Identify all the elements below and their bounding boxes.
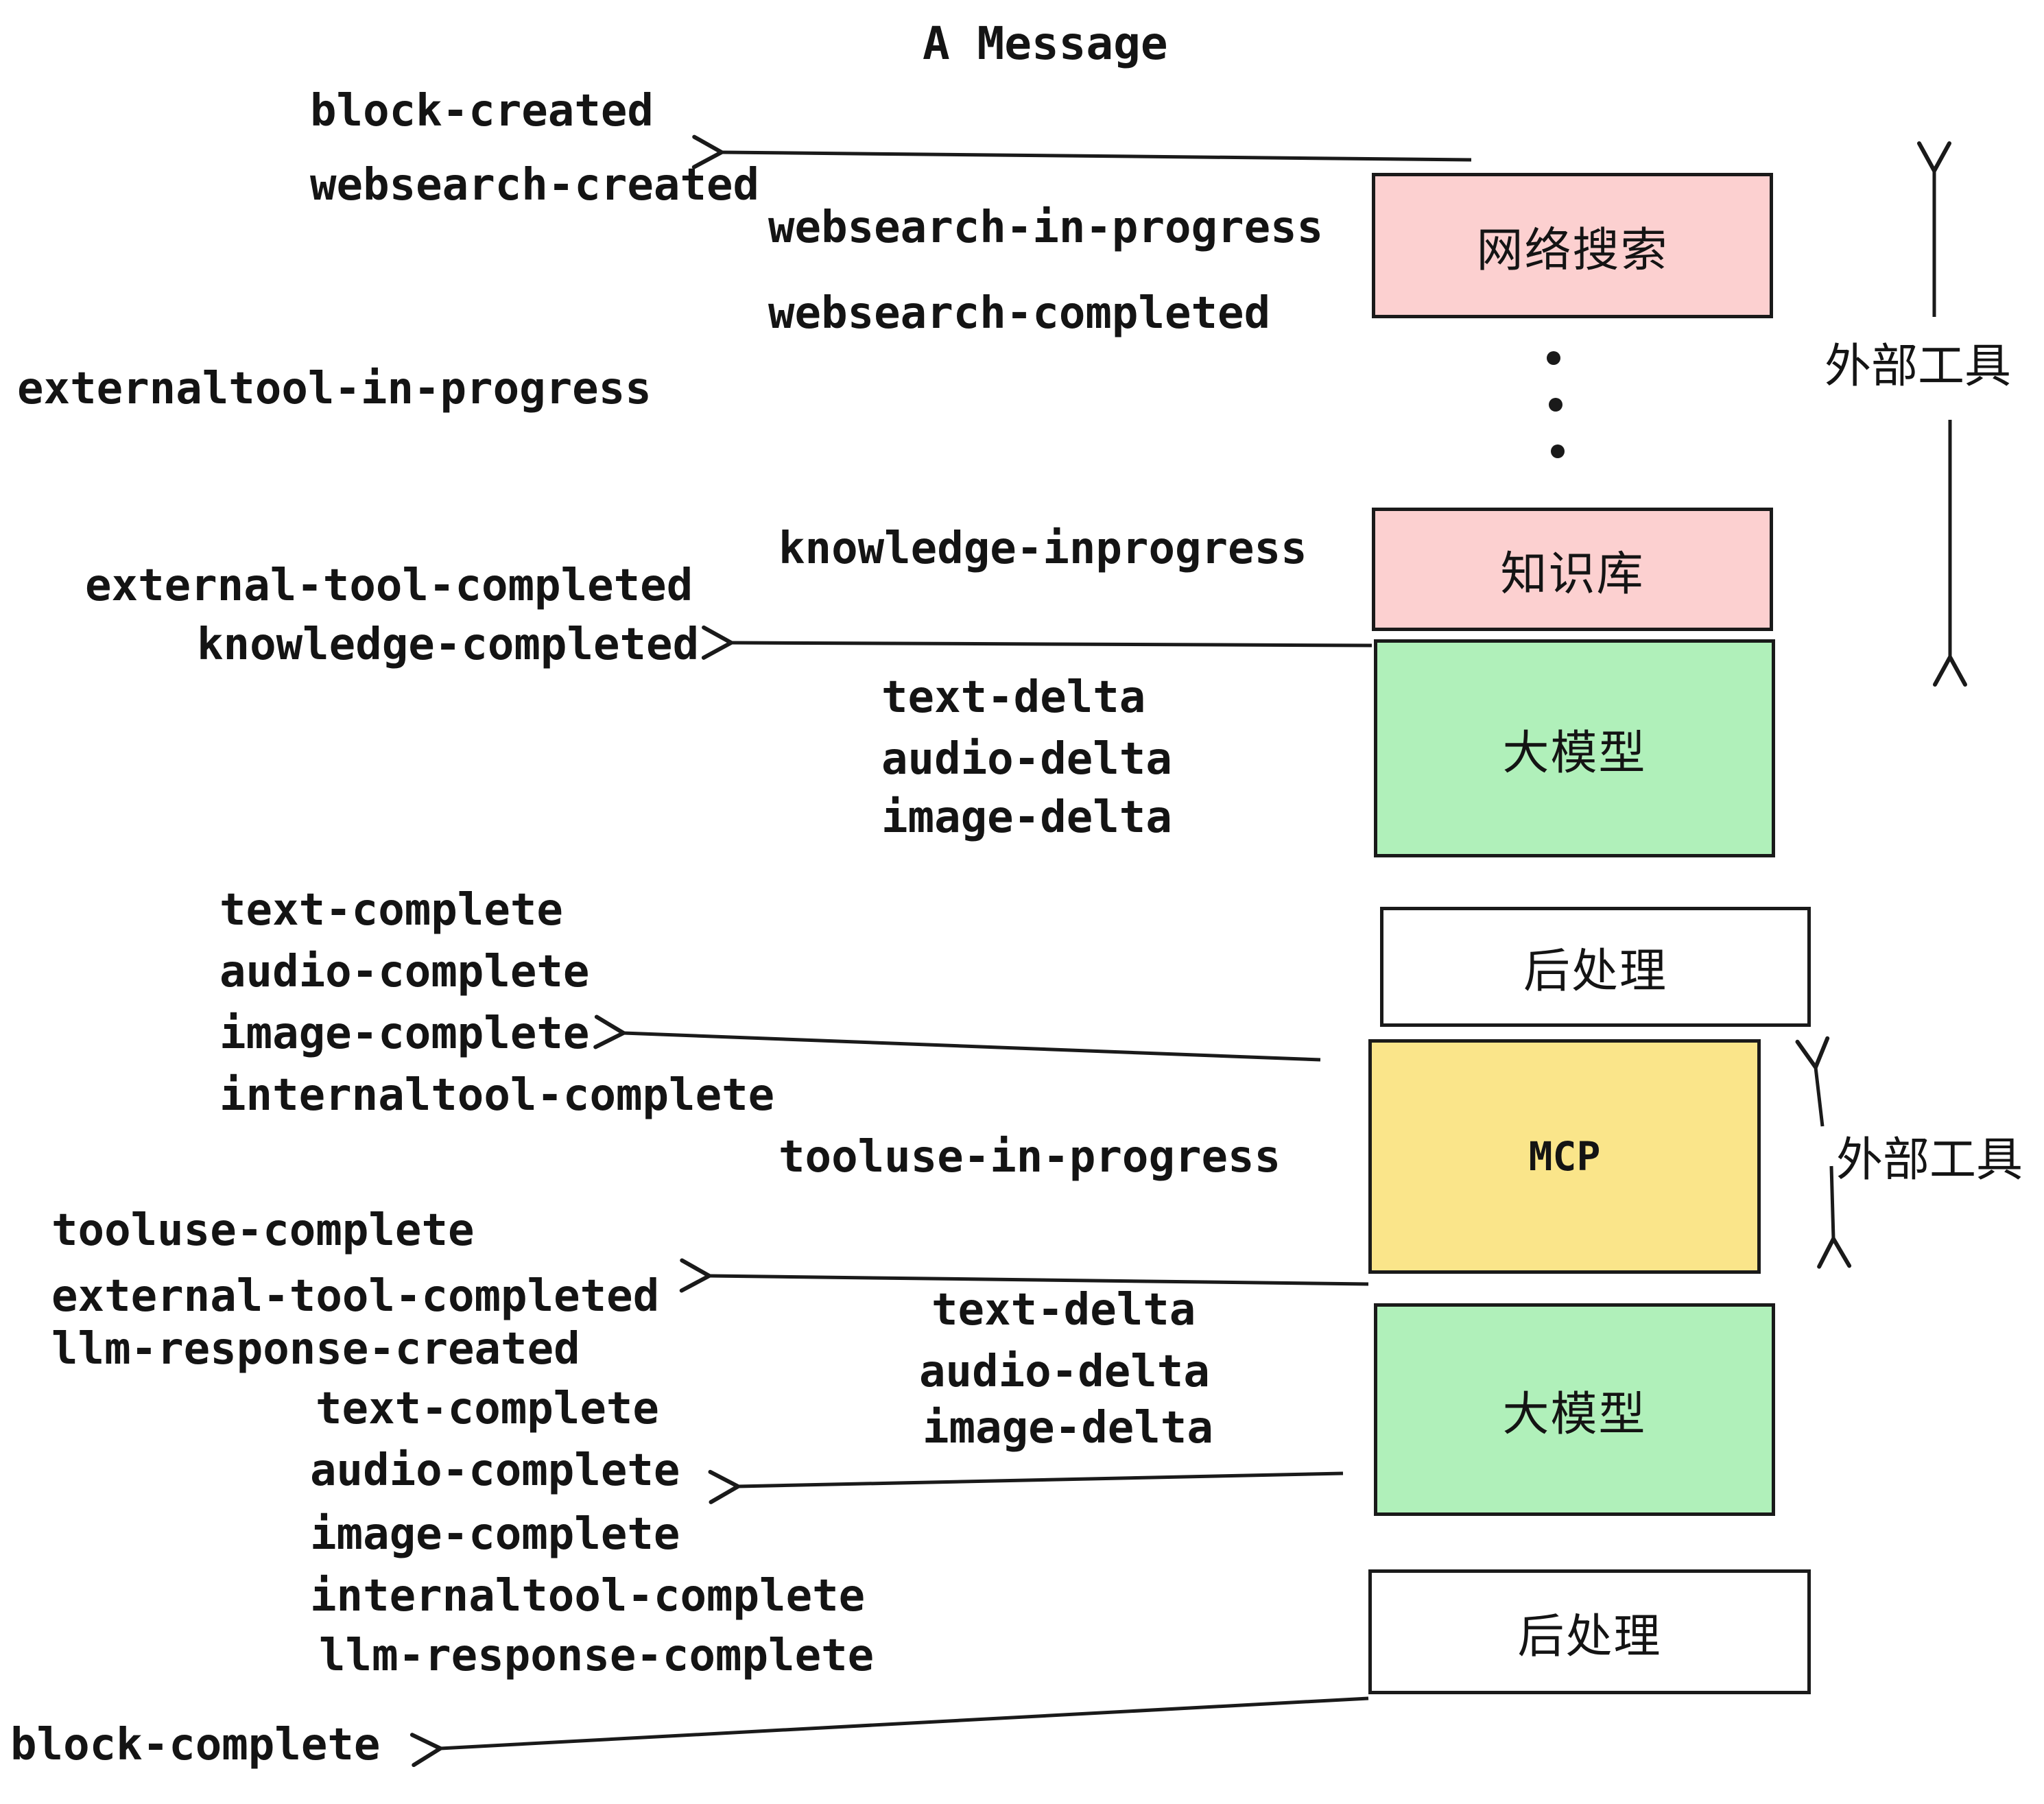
event-label-external-tool-completed: external-tool-completed <box>85 560 693 611</box>
event-label-image-delta-2: image-delta <box>923 1403 1213 1453</box>
box-llm-1: 大模型 <box>1374 639 1775 857</box>
box-knowledge-base: 知识库 <box>1372 508 1773 631</box>
event-label-websearch-completed: websearch-completed <box>768 288 1271 339</box>
event-label-image-complete: image-complete <box>219 1008 590 1059</box>
box-llm-2-label: 大模型 <box>1502 1387 1647 1442</box>
box-postprocess-1: 后处理 <box>1380 907 1811 1027</box>
arrow-block-complete <box>409 1696 1369 1768</box>
arrow-external-tools-2-down <box>1817 1165 1852 1269</box>
event-label-text-complete: text-complete <box>219 885 563 936</box>
event-label-tooluse-in-progress: tooluse-in-progress <box>779 1132 1281 1183</box>
box-llm-2: 大模型 <box>1374 1303 1775 1516</box>
event-label-externaltool-in-progress: externaltool-in-progress <box>17 364 652 414</box>
arrow-external-tools-2-up <box>1795 1036 1830 1127</box>
event-label-text-delta-2: text-delta <box>931 1285 1196 1336</box>
event-label-audio-complete: audio-complete <box>219 947 590 997</box>
box-postprocess-2-label: 后处理 <box>1517 1609 1662 1664</box>
box-mcp-label: MCP <box>1528 1133 1601 1180</box>
arrow-internaltool-complete <box>593 1014 1321 1062</box>
event-label-knowledge-inprogress: knowledge-inprogress <box>779 523 1307 574</box>
event-label-text-delta: text-delta <box>881 672 1146 723</box>
event-label-image-complete-2: image-complete <box>310 1509 680 1560</box>
event-label-block-complete: block-complete <box>10 1720 381 1770</box>
arrow-llm-response <box>708 1469 1344 1504</box>
event-label-internaltool-complete: internaltool-complete <box>219 1070 775 1121</box>
box-postprocess-1-label: 后处理 <box>1523 945 1667 999</box>
box-websearch-label: 网络搜索 <box>1476 223 1669 278</box>
box-mcp: MCP <box>1368 1039 1761 1274</box>
event-label-websearch-created: websearch-created <box>310 160 760 211</box>
event-label-external-tool-completed-2: external-tool-completed <box>51 1271 660 1322</box>
event-label-audio-delta-2: audio-delta <box>919 1346 1210 1397</box>
box-knowledge-base-label: 知识库 <box>1500 547 1645 602</box>
side-label-external-tools-1: 外部工具 <box>1825 340 2012 394</box>
box-llm-1-label: 大模型 <box>1502 726 1647 781</box>
event-label-block-created: block-created <box>310 86 654 137</box>
event-label-image-delta: image-delta <box>881 792 1172 843</box>
side-label-external-tools-2: 外部工具 <box>1836 1133 2023 1187</box>
event-label-knowledge-completed: knowledge-completed <box>197 619 700 670</box>
box-websearch: 网络搜索 <box>1372 173 1773 318</box>
event-label-websearch-in-progress: websearch-in-progress <box>768 202 1324 253</box>
event-label-llm-response-created: llm-response-created <box>51 1324 580 1375</box>
ellipsis-dot <box>1547 351 1560 365</box>
event-label-llm-response-complete: llm-response-complete <box>319 1630 875 1681</box>
ellipsis-dot <box>1551 444 1565 458</box>
arrow-knowledge-completed <box>701 625 1372 660</box>
arrow-websearch-created <box>691 134 1472 169</box>
event-label-audio-complete-2: audio-complete <box>310 1445 680 1496</box>
arrow-tooluse-complete <box>679 1258 1369 1293</box>
ellipsis-dot <box>1549 398 1562 412</box>
event-label-tooluse-complete: tooluse-complete <box>51 1205 475 1256</box>
event-label-audio-delta: audio-delta <box>881 734 1172 785</box>
diagram-title: A Message <box>923 17 1168 70</box>
event-label-internaltool-complete-2: internaltool-complete <box>310 1571 866 1622</box>
event-label-text-complete-2: text-complete <box>316 1384 659 1434</box>
box-postprocess-2: 后处理 <box>1368 1569 1811 1694</box>
